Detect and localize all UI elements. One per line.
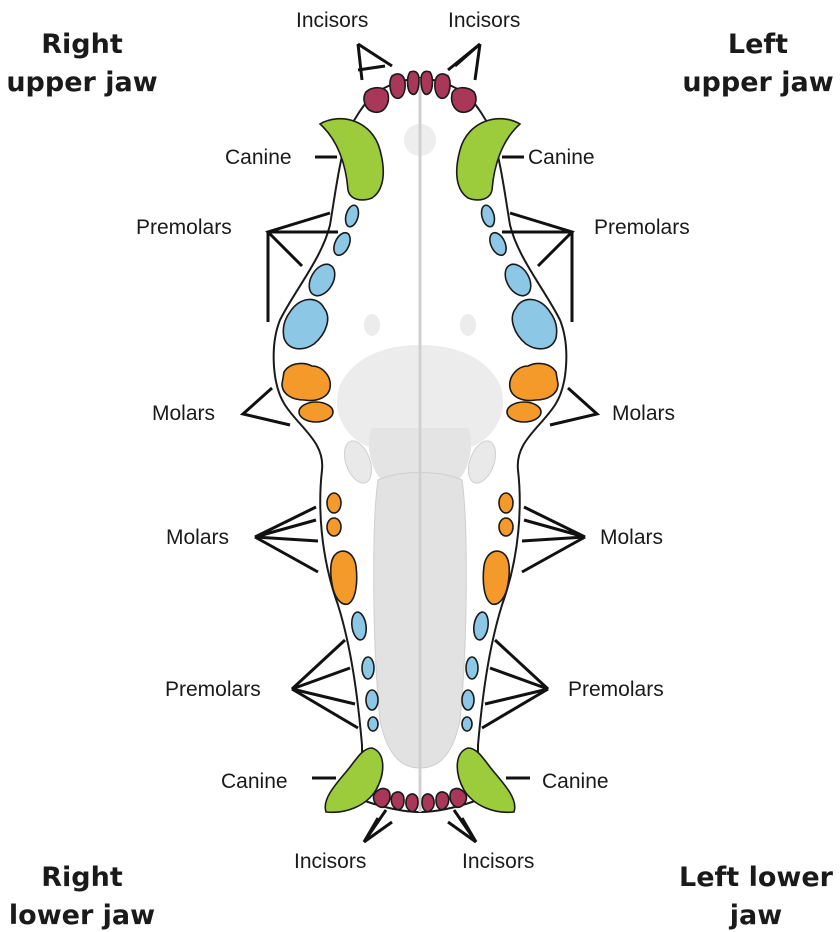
label-canine-lower-left: Canine — [542, 770, 609, 793]
corner-left-upper-line1: Left — [728, 29, 788, 60]
label-incisors-lower-right: Incisors — [294, 850, 366, 873]
incisor-tooth — [421, 71, 432, 94]
label-canine-upper-left: Canine — [528, 146, 595, 169]
incisor-tooth — [390, 74, 405, 98]
incisor-tooth — [406, 794, 418, 812]
label-molars-lower-right: Molars — [166, 526, 229, 549]
incisor-tooth — [374, 789, 390, 808]
label-molars-upper-left: Molars — [612, 402, 675, 425]
label-premolars-upper-right: Premolars — [136, 216, 232, 239]
incisor-tooth — [391, 792, 404, 810]
incisor-tooth — [422, 794, 434, 812]
label-incisors-upper-left: Incisors — [448, 9, 520, 32]
premolar-tooth — [462, 717, 472, 731]
label-molars-lower-left: Molars — [600, 526, 663, 549]
corner-right-upper-line2: upper jaw — [6, 67, 157, 98]
molar-tooth — [299, 402, 333, 422]
corner-right-lower-line2: lower jaw — [9, 900, 155, 931]
label-canine-lower-right: Canine — [221, 770, 288, 793]
incisor-tooth — [435, 74, 450, 98]
molar-tooth — [282, 364, 330, 401]
premolar-tooth — [368, 717, 378, 731]
molar-tooth — [327, 518, 341, 536]
corner-left-lower-line2: jaw — [729, 900, 782, 931]
label-canine-upper-right: Canine — [225, 146, 292, 169]
incisor-tooth — [364, 88, 388, 113]
incisor-tooth — [436, 792, 449, 810]
premolar-tooth — [366, 690, 378, 710]
incisor-tooth — [450, 789, 466, 808]
molar-tooth — [510, 364, 558, 401]
corner-left-upper-line2: upper jaw — [682, 67, 833, 98]
premolar-tooth — [466, 657, 478, 679]
incisor-tooth — [452, 88, 476, 113]
molar-tooth — [499, 518, 513, 536]
corner-right-upper-line1: Right — [41, 29, 123, 60]
corner-right-lower-line1: Right — [41, 862, 123, 893]
label-premolars-lower-right: Premolars — [165, 678, 261, 701]
molar-tooth — [327, 493, 341, 513]
molar-tooth — [507, 402, 541, 422]
label-incisors-lower-left: Incisors — [462, 850, 534, 873]
label-premolars-upper-left: Premolars — [594, 216, 690, 239]
corner-left-lower-line1: Left lower — [679, 862, 834, 893]
molar-tooth — [499, 493, 513, 513]
label-premolars-lower-left: Premolars — [568, 678, 664, 701]
label-incisors-upper-right: Incisors — [296, 9, 368, 32]
premolar-tooth — [362, 657, 374, 679]
incisor-tooth — [408, 71, 419, 94]
label-molars-upper-right: Molars — [152, 402, 215, 425]
premolar-tooth — [462, 690, 474, 710]
